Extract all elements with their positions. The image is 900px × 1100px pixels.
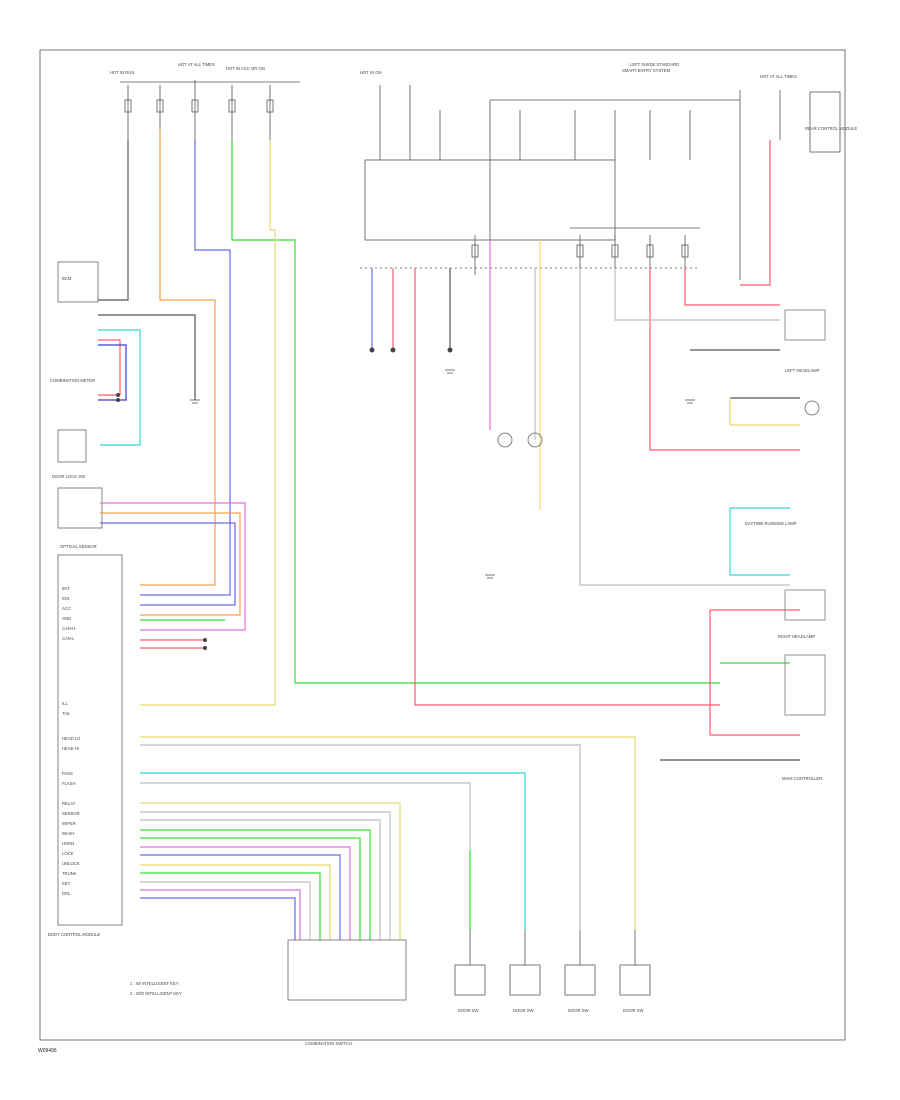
pin-10: PASS (62, 771, 73, 776)
bcm-main-label: BODY CONTROL MODULE (48, 932, 101, 937)
pin-list: BAT IGN ACC GND CAN-H CAN-L ILL TAIL HEA… (62, 586, 81, 896)
right-headlamp-label: RIGHT HEADLAMP (778, 634, 815, 639)
drl-label: DAYTIME RUNNING LAMP (745, 521, 797, 526)
bcm-box (57, 261, 99, 303)
lamps (497, 400, 820, 448)
pin-8: HEAD LO (62, 736, 81, 741)
pin-5: CAN-L (62, 636, 75, 641)
bcm-main-box (57, 554, 123, 926)
diagram-frame (39, 49, 846, 1041)
pin-0: BAT (62, 586, 70, 591)
bottom-switches (454, 930, 651, 996)
power-labels: HOT IN RUN HOT AT ALL TIMES HOT IN ACC O… (110, 62, 797, 79)
wires (98, 130, 800, 940)
top-right-label-2: SMART ENTRY SYSTEM (622, 68, 671, 73)
combination-switch-label: COMBINATION SWITCH (305, 1041, 352, 1046)
bcm-label: BCM (62, 276, 72, 281)
ground-symbols (190, 369, 695, 579)
pin-2: ACC (62, 606, 71, 611)
pin-12: RELAY (62, 801, 76, 806)
switch-label-3: DOOR SW (568, 1008, 589, 1013)
pin-18: UNLOCK (62, 861, 80, 866)
combination-meter-label: COMBINATION METER (50, 378, 95, 383)
hot-label-1: HOT IN RUN (110, 70, 134, 75)
optical-sensor-box (57, 487, 103, 529)
door-lock-sw-label: DOOR LOCK SW (52, 474, 85, 479)
pin-9: HEAD HI (62, 746, 79, 751)
pin-15: WASH (62, 831, 74, 836)
rear-module-label: REAR CONTROL MODULE (805, 126, 857, 131)
combination-switch (287, 939, 407, 1001)
right-labels: LEFT HEADLAMP RIGHT HEADLAMP DAYTIME RUN… (745, 126, 857, 781)
pin-1: IGN (62, 596, 69, 601)
hot-label-3: HOT IN ACC OR ON (226, 66, 265, 71)
switch-labels: DOOR SW DOOR SW DOOR SW DOOR SW (458, 1008, 644, 1013)
pin-21: DRL (62, 891, 71, 896)
connector-markers (116, 347, 453, 650)
pin-14: WIPER (62, 821, 76, 826)
pin-11: FLASH (62, 781, 76, 786)
top-right-label: LEFT INSIDE STANDARD (630, 62, 679, 67)
left-headlamp-label: LEFT HEADLAMP (785, 368, 820, 373)
pin-13: SENSOR (62, 811, 80, 816)
pin-7: TAIL (62, 711, 71, 716)
main-controller-label: MAIN CONTROLLER (782, 776, 822, 781)
pin-4: CAN-H (62, 626, 75, 631)
hot-label-4: HOT IN ON (360, 70, 382, 75)
switch-label-1: DOOR SW (458, 1008, 479, 1013)
pin-20: KEY (62, 881, 71, 886)
switch-label-4: DOOR SW (623, 1008, 644, 1013)
footnote-1: 1 : W/ INTELLIGENT KEY (130, 981, 179, 986)
door-lock-sw-box (57, 429, 87, 463)
hot-label-2: HOT AT ALL TIMES (178, 62, 215, 67)
pin-17: LOCK (62, 851, 74, 856)
pin-3: GND (62, 616, 71, 621)
hot-label-5: HOT AT ALL TIMES (760, 74, 797, 79)
switch-label-2: DOOR SW (513, 1008, 534, 1013)
footnote-2: 2 : W/O INTELLIGENT KEY (130, 991, 182, 996)
pin-19: TRUNK (62, 871, 77, 876)
pin-16: HORN (62, 841, 74, 846)
pin-6: ILL (62, 701, 68, 706)
left-components: BCM COMBINATION METER DOOR LOCK SW OPTIC… (48, 261, 123, 937)
figure-id: W09496 (38, 1048, 57, 1054)
optical-sensor-label: OPTICAL SENSOR (60, 544, 97, 549)
